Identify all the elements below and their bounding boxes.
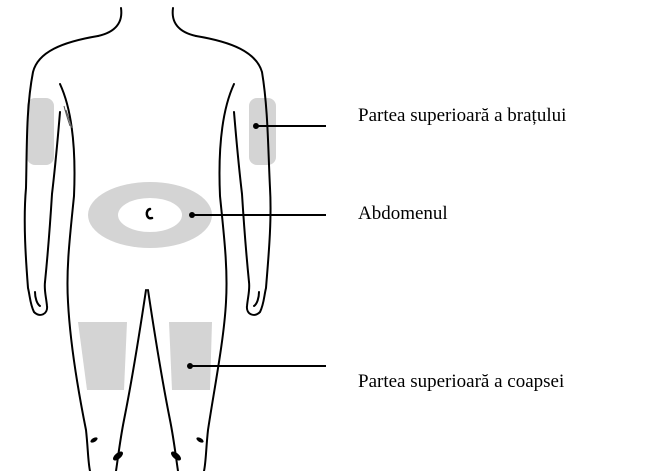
right-thigh-zone [169, 322, 212, 390]
neck-left-line [98, 8, 121, 36]
neck-right-line [173, 8, 196, 36]
right-upper-arm-zone [249, 98, 276, 165]
left-torso-side [60, 84, 90, 471]
right-arm-outer [196, 36, 271, 315]
left-thigh-zone [78, 322, 127, 390]
right-hand-detail [254, 292, 259, 306]
right-knee-outer [196, 436, 205, 443]
thigh-leader-dot [187, 363, 193, 369]
left-arm-outer [25, 36, 98, 315]
upper-thigh-label: Partea superioară a coapsei [358, 372, 564, 391]
navel-clear-area [118, 198, 182, 232]
injection-zones [27, 98, 276, 390]
abdomen-leader-dot [189, 212, 195, 218]
left-knee-outer [90, 436, 99, 443]
left-upper-arm-zone [27, 98, 54, 165]
right-torso-side [204, 84, 234, 471]
abdomen-label: Abdomenul [358, 204, 448, 223]
left-hand-detail [35, 292, 40, 306]
upper-arm-leader-dot [253, 123, 259, 129]
right-arm-inner [234, 112, 249, 282]
upper-arm-label: Partea superioară a brațului [358, 106, 566, 125]
knee-marks [90, 436, 205, 462]
